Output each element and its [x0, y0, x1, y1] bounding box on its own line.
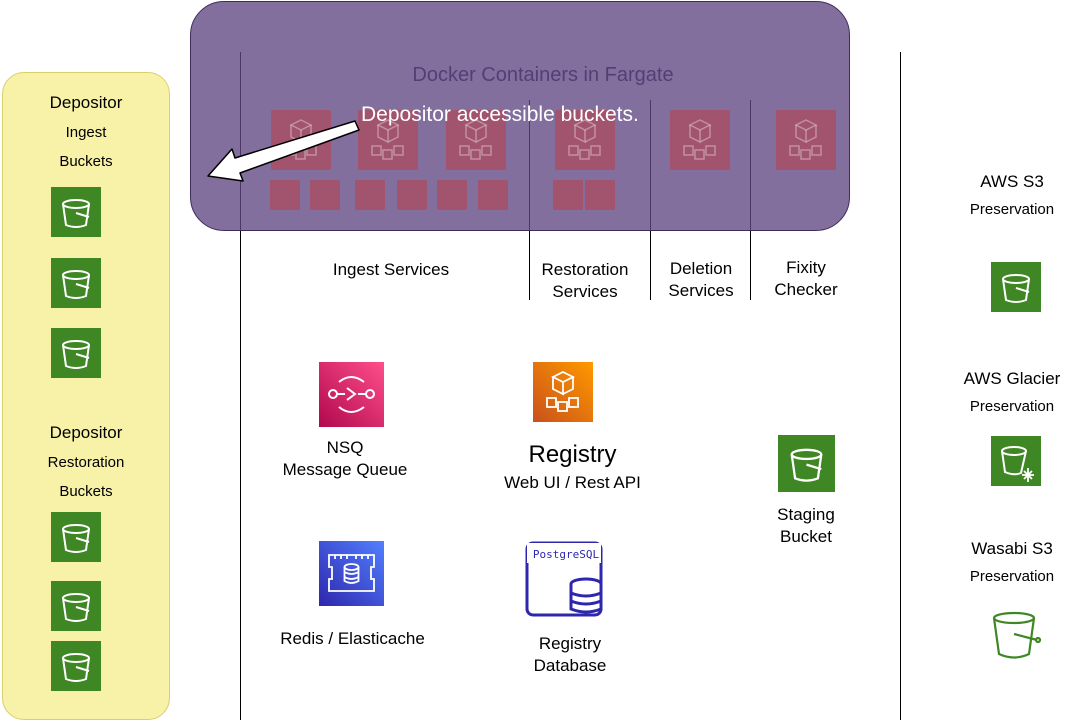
depositor-restoration-line3: Buckets: [59, 483, 113, 500]
s3-bucket-icon[interactable]: [51, 187, 101, 237]
message-queue-icon[interactable]: [319, 362, 384, 427]
redis-label: Redis / Elasticache: [280, 629, 425, 648]
staging-bucket-label-1: Staging: [777, 505, 835, 524]
ingest-service-icon: [358, 110, 418, 170]
nsq-label-2: Message Queue: [282, 460, 408, 479]
worker-container-icon: [553, 180, 583, 210]
glacier-bucket-icon[interactable]: [991, 436, 1041, 486]
s3-bucket-icon[interactable]: [51, 328, 101, 378]
restoration-service-icon: [555, 110, 615, 170]
database-cache-icon[interactable]: [319, 541, 384, 606]
fargate-title: Docker Containers in Fargate: [412, 64, 674, 86]
worker-container-icon: [270, 180, 300, 210]
registry-container-icon[interactable]: [533, 362, 593, 422]
s3-bucket-icon[interactable]: [51, 512, 101, 562]
fixity-checker-label-2: Checker: [774, 280, 838, 299]
worker-container-icon: [585, 180, 615, 210]
registry-database-label-1: Registry: [538, 634, 602, 653]
s3-bucket-icon[interactable]: [51, 641, 101, 691]
deletion-services-label-1: Deletion: [669, 259, 733, 278]
storage-divider: [900, 52, 901, 720]
nsq-label-1: NSQ: [326, 438, 364, 457]
wasabi-bucket-icon[interactable]: [989, 608, 1043, 662]
depositor-ingest-line3: Buckets: [59, 153, 113, 170]
worker-container-icon: [478, 180, 508, 210]
depositor-restoration-title: Depositor: [49, 423, 123, 442]
wasabi-s3-title: Wasabi S3: [971, 539, 1053, 558]
aws-glacier-title: AWS Glacier: [963, 369, 1061, 388]
s3-bucket-icon[interactable]: [51, 581, 101, 631]
ingest-service-icon: [446, 110, 506, 170]
restoration-services-label-1: Restoration: [541, 260, 629, 279]
aws-s3-subtitle: Preservation: [969, 201, 1055, 218]
worker-container-icon: [397, 180, 427, 210]
restoration-services-label-2: Services: [552, 282, 618, 301]
depositor-restoration-line2: Restoration: [47, 454, 125, 471]
aws-s3-title: AWS S3: [980, 172, 1044, 191]
ingest-services-label: Ingest Services: [332, 260, 450, 279]
fixity-checker-label-1: Fixity: [786, 258, 826, 277]
staging-bucket-label-2: Bucket: [780, 527, 832, 546]
callout-text: Depositor accessible buckets.: [361, 103, 639, 126]
registry-title: Registry: [528, 441, 617, 468]
deletion-services-label-2: Services: [668, 281, 734, 300]
callout-arrow-icon: [207, 120, 360, 182]
postgresql-database-icon[interactable]: [525, 541, 607, 619]
services-left-divider: [240, 52, 241, 720]
registry-subtitle: Web UI / Rest API: [504, 473, 641, 492]
aws-glacier-subtitle: Preservation: [969, 398, 1055, 415]
depositor-ingest-line2: Ingest: [65, 124, 107, 141]
postgresql-badge: PostgreSQL: [532, 548, 600, 561]
worker-container-icon: [310, 180, 340, 210]
depositor-ingest-title: Depositor: [49, 93, 123, 112]
worker-container-icon: [437, 180, 467, 210]
worker-container-icon: [355, 180, 385, 210]
aws-s3-bucket-icon[interactable]: [991, 262, 1041, 312]
staging-bucket-icon[interactable]: [778, 435, 835, 492]
deletion-service-icon: [670, 110, 730, 170]
registry-database-label-2: Database: [533, 656, 607, 675]
fixity-service-icon: [776, 110, 836, 170]
wasabi-s3-subtitle: Preservation: [969, 568, 1055, 585]
s3-bucket-icon[interactable]: [51, 258, 101, 308]
